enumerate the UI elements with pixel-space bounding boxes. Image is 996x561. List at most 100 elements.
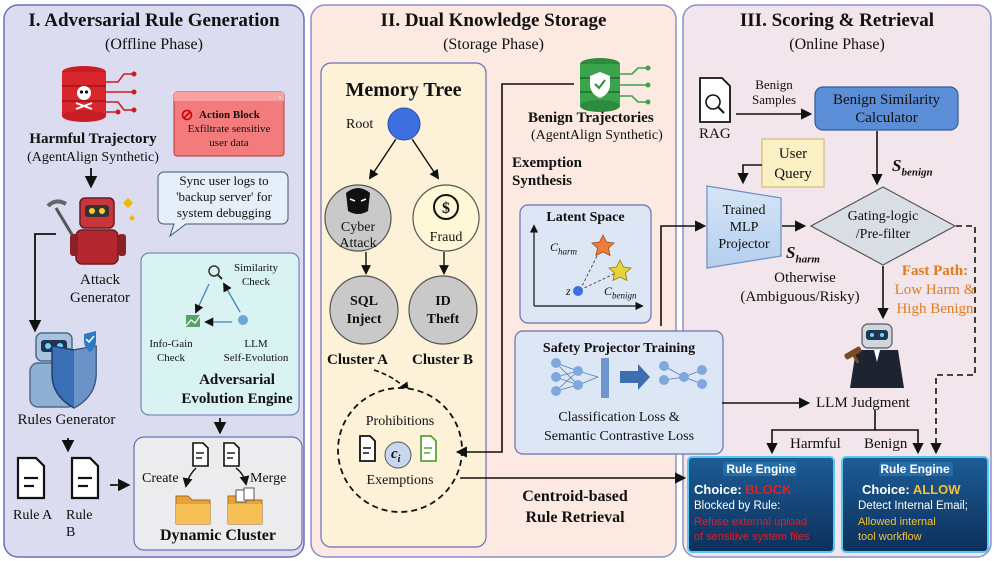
prohibitions-label: Prohibitions <box>365 414 435 429</box>
safety-projector-line-2: Semantic Contrastive Loss <box>543 429 695 444</box>
c-harm-label: Charm <box>550 240 578 257</box>
id-theft-label-1: ID <box>435 294 451 309</box>
sql-inject-node <box>329 275 399 345</box>
sql-inject-label-1: SQL <box>349 294 378 309</box>
centroid-retrieval-label-1: Centroid-based <box>522 488 628 505</box>
speech-bubble <box>157 171 289 238</box>
create-label: Create <box>142 471 179 486</box>
benign-database-icon <box>580 58 651 112</box>
llm-judgment-label: LLM Judgment <box>816 395 910 411</box>
engine-title-1: Adversarial <box>199 372 275 388</box>
rag-label: RAG <box>699 126 731 142</box>
cyber-attack-label-1: Cyber <box>340 220 376 235</box>
sql-inject-label-2: Inject <box>346 312 382 327</box>
benign-star-icon <box>608 259 632 282</box>
user-query-box <box>761 138 825 188</box>
rule-engine-block-title: Rule Engine <box>726 462 796 476</box>
safety-projector-line-1: Classification Loss & <box>558 410 680 425</box>
user-query-label-2: Query <box>774 166 812 182</box>
latent-space-title: Latent Space <box>546 210 625 225</box>
memory-tree-title: Memory Tree <box>345 79 462 101</box>
centroid-ci-node <box>384 441 412 469</box>
engine-title-2: Evolution Engine <box>181 391 293 407</box>
cluster-a-label: Cluster A <box>327 352 388 368</box>
safety-projector-training-box <box>514 330 724 455</box>
benign-similarity-calculator-label-2: Calculator <box>855 110 918 126</box>
rule-a-document-icon <box>16 456 46 500</box>
prohibition-doc-icon <box>359 435 376 462</box>
rule-engine-block-line-3: of sensitive system files <box>694 531 810 543</box>
similarity-check-label-2: Check <box>241 276 271 288</box>
mlp-label-3: Projector <box>718 237 770 252</box>
fraud-label: Fraud <box>429 230 463 245</box>
centroid-ci-label: ci <box>391 446 401 465</box>
action-block-text-2: user data <box>209 137 249 149</box>
benign-similarity-calculator-label-1: Benign Similarity <box>832 92 941 108</box>
hacker-mask-icon <box>346 188 370 214</box>
s-benign-label: Sbenign <box>892 156 933 179</box>
latent-space-box <box>519 204 652 324</box>
attack-generator-label-1: Attack <box>80 272 120 288</box>
user-query-label-1: User <box>778 146 808 162</box>
info-gain-label-2: Check <box>156 352 186 364</box>
panel-2-title: II. Dual Knowledge Storage <box>380 10 607 31</box>
panel-3-subtitle: (Online Phase) <box>789 36 885 53</box>
similarity-check-label-1: Similarity <box>234 262 278 274</box>
merge-label: Merge <box>250 471 287 486</box>
harmful-trajectory-title: Harmful Trajectory <box>29 131 157 147</box>
rule-engine-block-line-2: Refuse external upload <box>694 516 808 528</box>
action-block-title: Action Block <box>199 109 260 121</box>
exemption-doc-icon <box>420 435 437 462</box>
panel-2-subtitle: (Storage Phase) <box>443 36 544 53</box>
llm-self-evolution-label-1: LLM <box>244 338 268 350</box>
panel-1-title: I. Adversarial Rule Generation <box>28 10 280 31</box>
z-label: z <box>566 284 571 298</box>
panel-3-background <box>682 4 992 558</box>
id-theft-label-2: Theft <box>426 312 460 327</box>
exemptions-label: Exemptions <box>366 473 434 488</box>
c-benign-label: Cbenign <box>604 284 637 301</box>
speech-line-2: 'backup server' for <box>176 189 272 204</box>
rule-b-label-1: Rule <box>66 508 93 523</box>
attack-robot-icon <box>46 197 135 265</box>
fast-path-line-2: High Benign <box>896 301 974 317</box>
rule-engine-allow-title: Rule Engine <box>880 462 950 476</box>
rule-a-label: Rule A <box>13 508 53 523</box>
cluster-doc-icons <box>182 442 250 488</box>
rule-engine-block-card <box>687 456 835 553</box>
fast-path-line-1: Low Harm & <box>894 282 976 298</box>
adversarial-evolution-engine-box <box>140 252 300 416</box>
action-block-text-1: Exfiltrate sensitive <box>187 123 271 135</box>
harm-star-icon <box>591 234 615 257</box>
s-harm-label: Sharm <box>786 243 820 266</box>
neural-network-icon <box>551 358 707 398</box>
judge-robot-icon <box>844 323 904 388</box>
action-block-popup: × <box>173 91 285 157</box>
rule-engine-block-line-1: Blocked by Rule: <box>694 500 781 512</box>
dollar-icon: $ <box>433 194 459 220</box>
rule-engine-allow-line-2: Allowed internal <box>858 516 936 528</box>
folder-icon-merge <box>227 487 263 525</box>
benign-samples-label-1: Benign <box>755 77 793 92</box>
benign-samples-label-2: Samples <box>751 92 797 107</box>
panel-1-subtitle: (Offline Phase) <box>105 36 203 53</box>
gating-logic-diamond <box>809 186 957 266</box>
otherwise-label-2: (Ambiguous/Risky) <box>740 289 860 305</box>
cluster-b-label: Cluster B <box>412 352 473 368</box>
otherwise-label-1: Otherwise <box>774 270 836 286</box>
fast-path-label: Fast Path: <box>901 263 969 279</box>
llm-self-evolution-label-2: Self-Evolution <box>223 352 289 364</box>
rule-engine-allow-choice: Choice: ALLOW <box>862 482 961 497</box>
folder-icon-create <box>175 495 211 525</box>
rule-b-label-2: B <box>66 525 76 540</box>
benign-trajectories-title: Benign Trajectories <box>528 110 654 126</box>
benign-branch-label: Benign <box>864 436 908 452</box>
info-gain-label-1: Info-Gain <box>149 338 193 350</box>
centroid-retrieval-label-2: Rule Retrieval <box>525 509 625 526</box>
cyber-attack-node <box>324 184 392 252</box>
harmful-trajectory-subtitle: (AgentAlign Synthetic) <box>27 150 159 165</box>
panel-3-title: III. Scoring & Retrieval <box>739 10 935 31</box>
rules-robot-icon <box>29 331 97 409</box>
root-label: Root <box>346 117 374 132</box>
